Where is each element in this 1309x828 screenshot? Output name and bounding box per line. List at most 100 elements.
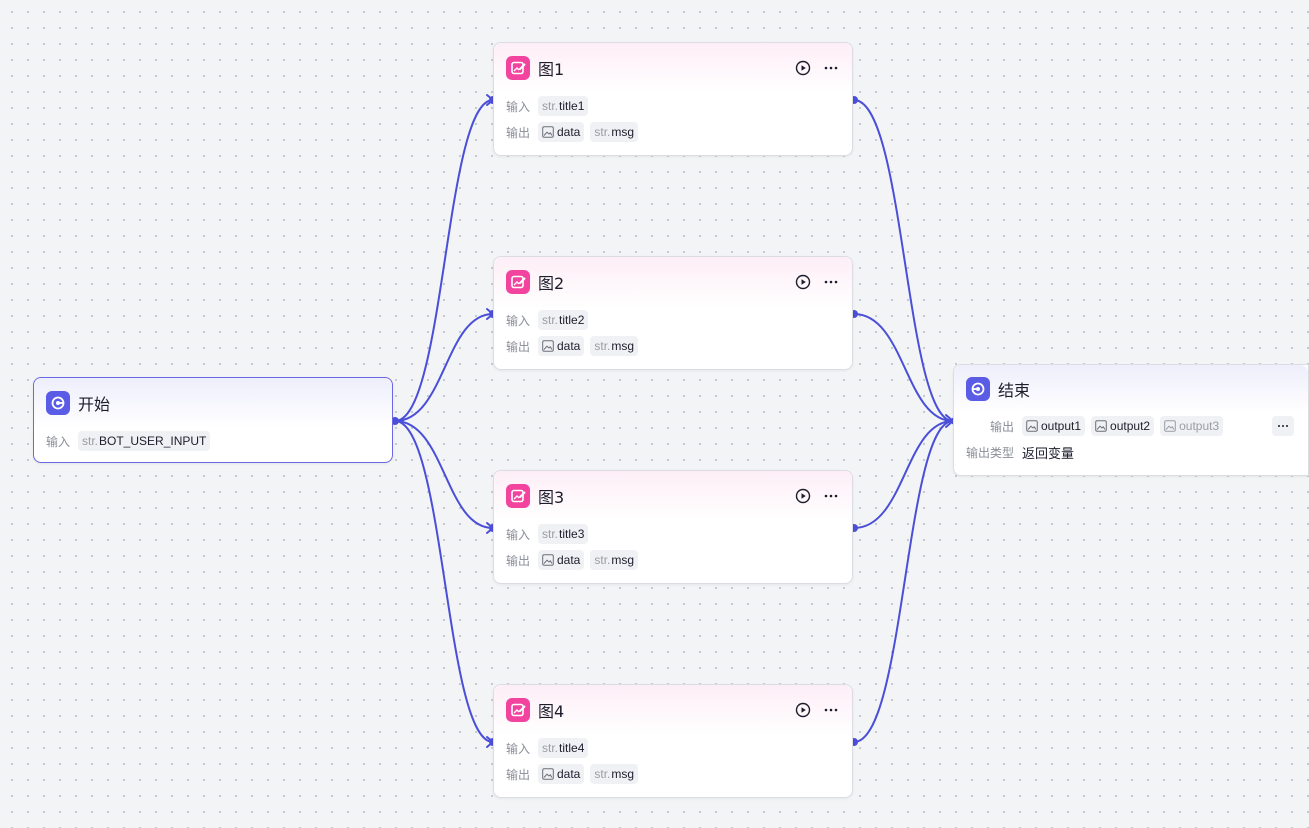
tag-type: str. [542,313,559,327]
more-options-icon[interactable] [822,487,840,505]
output-tag-str[interactable]: str.msg [590,764,639,784]
tag-name: msg [611,767,635,781]
image-node-header[interactable]: 图3 [494,471,852,521]
output-label: 输出 [506,125,531,140]
tag-name: data [557,767,581,781]
ports [391,96,959,746]
end-output-tag-2[interactable]: output2 [1091,416,1155,436]
input-tag[interactable]: str.title4 [538,738,589,758]
edge-img4-to-end[interactable] [853,420,954,743]
end-output-type-value: 返回变量 [1022,446,1075,462]
image-type-icon [1026,420,1038,432]
run-icon[interactable] [794,273,812,291]
tag-name: msg [611,125,635,139]
edge-start-to-img1[interactable] [394,99,494,422]
output-tag-image[interactable]: data [538,122,585,142]
output-tag-image[interactable]: data [538,764,585,784]
image-node-title: 图3 [538,488,565,507]
image-gen-icon [506,698,530,722]
end-output-type-row: 输出类型 返回变量 [954,439,1308,465]
image-node-3[interactable]: 图3 输入 str.title3 输出 data str.msg [493,470,853,584]
input-tag[interactable]: str.title2 [538,310,589,330]
more-options-icon[interactable] [822,701,840,719]
image-node-header[interactable]: 图4 [494,685,852,735]
image-node-2[interactable]: 图2 输入 str.title2 输出 data str.msg [493,256,853,370]
tag-name: BOT_USER_INPUT [99,434,207,448]
start-node-title: 开始 [78,395,111,414]
output-label: 输出 [506,767,531,782]
end-output-tag-3[interactable]: output3 [1160,416,1224,436]
image-node-title: 图1 [538,60,565,79]
tag-type: str. [594,125,611,139]
image-type-icon [542,126,554,138]
image-node-output-row: 输出 data str.msg [494,547,852,573]
image-node-title: 图4 [538,702,565,721]
output-label: 输出 [506,339,531,354]
start-input-tag[interactable]: str.BOT_USER_INPUT [78,431,211,451]
more-options-icon[interactable] [822,59,840,77]
end-output-row: 输出 output1 output2 output3 [954,413,1308,439]
tag-name: data [557,339,581,353]
image-gen-icon [506,56,530,80]
tag-type: str. [594,339,611,353]
input-label: 输入 [506,99,531,114]
edge-start-to-img3[interactable] [394,420,494,529]
tag-type: str. [542,741,559,755]
tag-type: str. [542,99,559,113]
tag-name: output3 [1179,419,1220,433]
end-node-title: 结束 [998,381,1031,400]
tag-name: data [557,125,581,139]
edge-img2-to-end[interactable] [853,313,954,422]
output-tag-image[interactable]: data [538,336,585,356]
tag-name: title1 [559,99,585,113]
image-node-header[interactable]: 图2 [494,257,852,307]
output-tag-str[interactable]: str.msg [590,336,639,356]
run-icon[interactable] [794,59,812,77]
image-node-title: 图2 [538,274,565,293]
image-gen-icon [506,270,530,294]
image-node-input-row: 输入 str.title1 [494,93,852,119]
end-icon [966,377,990,401]
tag-name: msg [611,553,635,567]
edge-img1-to-end[interactable] [853,99,954,422]
tag-name: msg [611,339,635,353]
edge-img3-to-end[interactable] [853,420,954,529]
tag-type: str. [594,553,611,567]
output-tag-str[interactable]: str.msg [590,122,639,142]
end-outputs-more-icon[interactable] [1272,416,1294,436]
tag-name: output1 [1041,419,1082,433]
end-output-tag-1[interactable]: output1 [1022,416,1086,436]
start-input-label: 输入 [46,434,71,449]
start-node-header[interactable]: 开始 [34,378,392,428]
start-node[interactable]: 开始 输入 str.BOT_USER_INPUT [33,377,393,463]
image-node-header[interactable]: 图1 [494,43,852,93]
output-tag-image[interactable]: data [538,550,585,570]
input-tag[interactable]: str.title3 [538,524,589,544]
more-options-icon[interactable] [822,273,840,291]
tag-name: title4 [559,741,585,755]
output-label: 输出 [506,553,531,568]
image-type-icon [1095,420,1107,432]
input-label: 输入 [506,313,531,328]
input-tag[interactable]: str.title1 [538,96,589,116]
image-node-input-row: 输入 str.title2 [494,307,852,333]
end-node-header[interactable]: 结束 [954,365,1308,413]
run-icon[interactable] [794,701,812,719]
end-node[interactable]: 结束 输出 output1 output2 output3 输出类型 返回变量 [953,364,1309,476]
image-type-icon [1164,420,1176,432]
input-label: 输入 [506,741,531,756]
start-icon [46,391,70,415]
input-label: 输入 [506,527,531,542]
edge-arrows [486,94,954,748]
arrow-end-input [945,414,954,428]
edge-start-to-img2[interactable] [394,313,494,422]
output-tag-str[interactable]: str.msg [590,550,639,570]
edge-start-to-img4[interactable] [394,420,494,743]
image-node-input-row: 输入 str.title3 [494,521,852,547]
image-node-4[interactable]: 图4 输入 str.title4 输出 data str.msg [493,684,853,798]
image-type-icon [542,554,554,566]
tag-name: output2 [1110,419,1151,433]
image-node-1[interactable]: 图1 输入 str.title1 输出 data str.msg [493,42,853,156]
run-icon[interactable] [794,487,812,505]
